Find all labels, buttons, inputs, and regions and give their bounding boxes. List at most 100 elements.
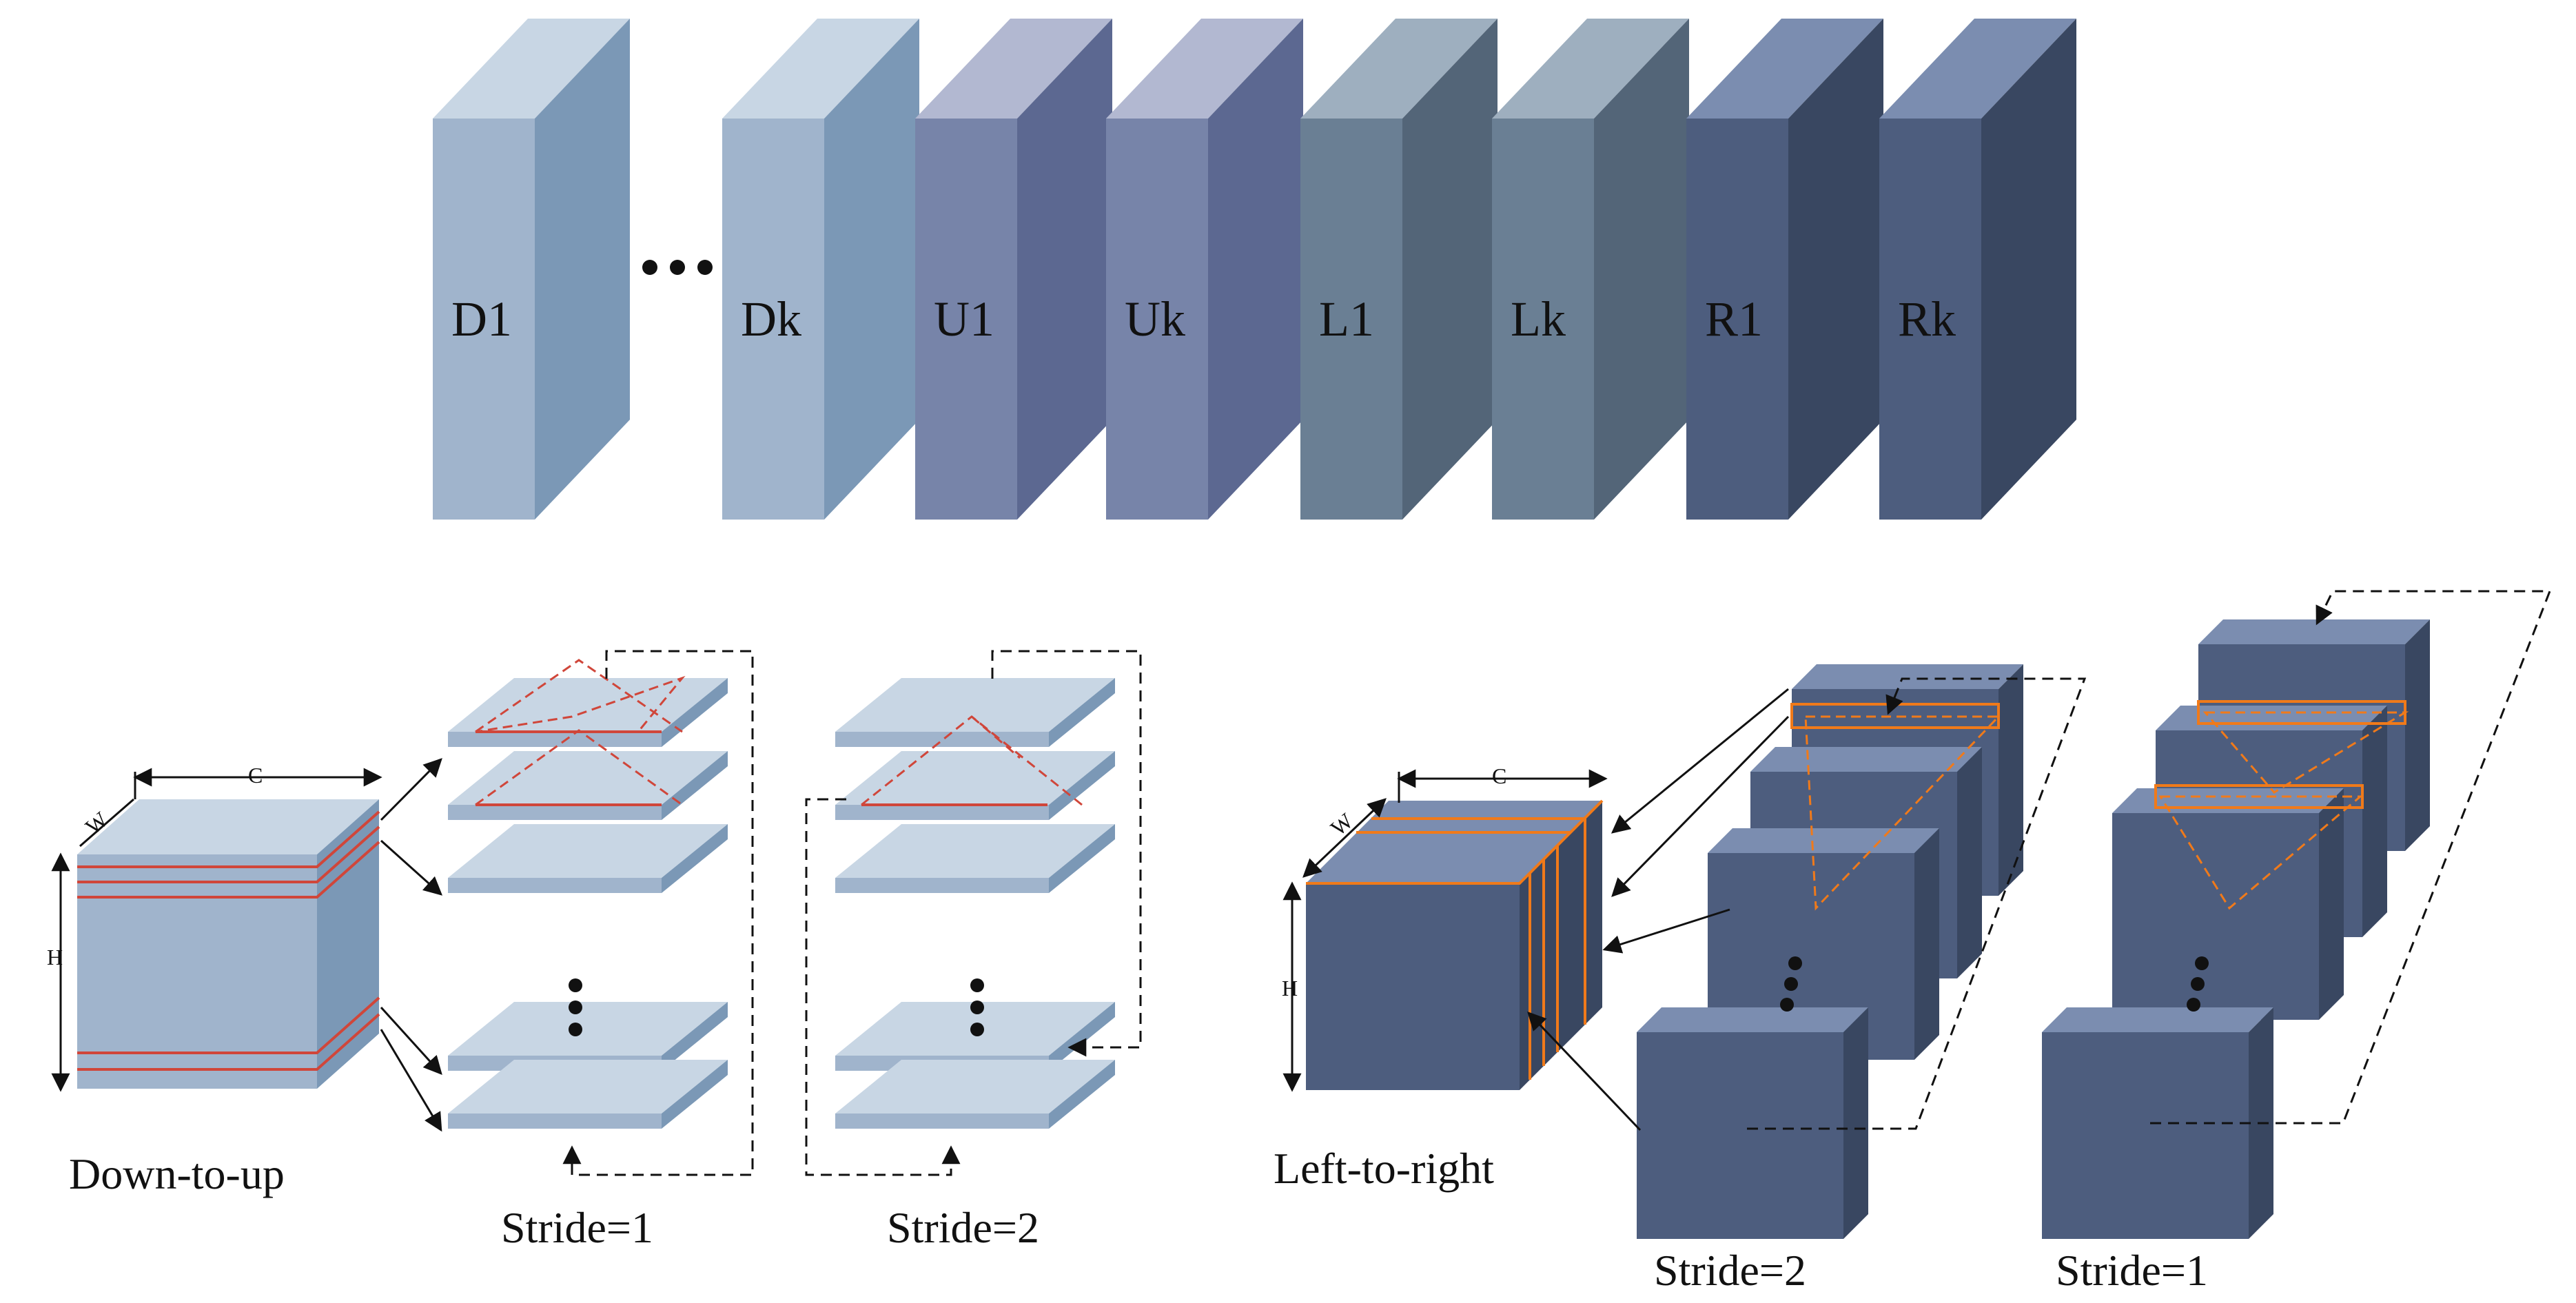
top-block-label: R1 bbox=[1705, 291, 1763, 347]
ellipsis-dot-3 bbox=[697, 260, 713, 275]
top-block-4: Uk bbox=[1106, 19, 1303, 520]
dtu-arrow-1 bbox=[380, 758, 442, 821]
top-block-label: L1 bbox=[1319, 291, 1374, 347]
top-block-5-top bbox=[1300, 19, 1497, 119]
dtu-s2-dashed-loop-a bbox=[991, 650, 1142, 1057]
dtu-s2-slab-5 bbox=[835, 1060, 1115, 1129]
ltr-s2-cube-4-top bbox=[1637, 1007, 1868, 1032]
ltr-dim-h: H bbox=[1282, 976, 1298, 1001]
dtu-s1-slab-3-top bbox=[448, 824, 728, 878]
dtu-s2-dot-2 bbox=[970, 1001, 984, 1014]
ltr-s1-dot-2 bbox=[2191, 977, 2205, 991]
top-block-1-side bbox=[535, 19, 630, 520]
top-block-label: D1 bbox=[451, 291, 512, 347]
ltr-s1-triangle-1 bbox=[2202, 711, 2409, 794]
dtu-s1-slab-5-side bbox=[662, 1060, 728, 1129]
dtu-s1-slab-1 bbox=[448, 678, 728, 747]
ltr-s2-cube-2-side bbox=[1957, 747, 1982, 978]
ltr-s2-cube-3-side bbox=[1914, 828, 1939, 1060]
ltr-s2-cube-3-top bbox=[1708, 828, 1939, 853]
ltr-s2-cube-4-side bbox=[1843, 1007, 1868, 1239]
left-to-right-caption: Left-to-right bbox=[1274, 1144, 1494, 1193]
dtu-red-line-top-3 bbox=[77, 841, 380, 899]
dtu-s1-slab-4-top bbox=[448, 1002, 728, 1056]
dtu-cube-front bbox=[77, 854, 317, 1089]
ltr-s1-cube-3-top bbox=[2112, 788, 2344, 813]
top-block-5-front bbox=[1300, 119, 1402, 520]
dtu-s1-slab-3-front bbox=[448, 878, 662, 893]
dtu-s1-dot-2 bbox=[569, 1001, 582, 1014]
dtu-s1-slab-4-side bbox=[662, 1002, 728, 1071]
dtu-s2-slab-3-front bbox=[835, 878, 1049, 893]
top-block-3: U1 bbox=[915, 19, 1112, 520]
dtu-s1-slab-1-top bbox=[448, 678, 728, 732]
dtu-dim-w-line bbox=[79, 798, 134, 848]
dtu-arrow-2 bbox=[380, 839, 443, 896]
top-block-8-side bbox=[1981, 19, 2076, 520]
dtu-s1-dashed-loop bbox=[562, 650, 754, 1176]
dtu-s2-slab-3-side bbox=[1049, 824, 1115, 893]
ltr-s1-triangle-2 bbox=[2158, 795, 2364, 910]
top-block-6-front bbox=[1492, 119, 1594, 520]
dtu-cube-top bbox=[77, 799, 379, 854]
ltr-arrow-4 bbox=[1527, 1012, 1642, 1131]
ltr-dim-w: W bbox=[1326, 808, 1358, 841]
ltr-s2-triangle bbox=[1804, 715, 2001, 911]
top-block-7-front bbox=[1686, 119, 1788, 520]
top-block-6: Lk bbox=[1492, 19, 1689, 520]
ltr-s2-cube-4 bbox=[1637, 1007, 1868, 1239]
dtu-s2-slab-5-front bbox=[835, 1114, 1049, 1129]
dtu-s2-slab-2-top bbox=[835, 751, 1115, 805]
dtu-s1-slab-3 bbox=[448, 824, 728, 893]
ltr-s2-cube-1-side bbox=[1999, 664, 2023, 896]
top-block-3-side bbox=[1017, 19, 1112, 520]
ltr-s2-cube-2-top bbox=[1750, 747, 1982, 772]
ltr-s2-cube-1-top bbox=[1792, 664, 2023, 689]
top-block-7-side bbox=[1788, 19, 1883, 520]
top-block-5: L1 bbox=[1300, 19, 1497, 520]
top-block-2-side bbox=[824, 19, 919, 520]
dtu-s2-slab-1-side bbox=[1049, 678, 1115, 747]
dtu-s1-slab-5-front bbox=[448, 1114, 662, 1129]
dtu-s1-slab-2-front bbox=[448, 805, 662, 820]
top-block-3-front bbox=[915, 119, 1017, 520]
ellipsis-dot-2 bbox=[670, 260, 685, 275]
ellipsis-dot-1 bbox=[642, 260, 657, 275]
dtu-s1-slab-1-front bbox=[448, 732, 662, 747]
dtu-s1-slab-3-side bbox=[662, 824, 728, 893]
top-block-4-front bbox=[1106, 119, 1208, 520]
top-block-7-top bbox=[1686, 19, 1883, 119]
ltr-arrow-2 bbox=[1611, 715, 1790, 897]
dtu-s2-dot-3 bbox=[970, 1023, 984, 1036]
dtu-s2-slab-2-front bbox=[835, 805, 1049, 820]
ltr-s1-cube-2-side bbox=[2362, 706, 2387, 937]
dtu-s1-slab-4 bbox=[448, 1002, 728, 1071]
ltr-s1-dashed-loop bbox=[2150, 590, 2552, 1125]
top-block-label: Dk bbox=[741, 291, 801, 347]
ltr-s1-orange-band-2 bbox=[2154, 784, 2364, 809]
ltr-dim-w-line bbox=[1302, 798, 1387, 878]
top-block-8-top bbox=[1879, 19, 2076, 119]
dtu-dim-h: H bbox=[47, 945, 63, 969]
dtu-s2-slab-5-side bbox=[1049, 1060, 1115, 1129]
top-block-8: Rk bbox=[1879, 19, 2076, 520]
stride2-caption-right: Stride=2 bbox=[1654, 1246, 1806, 1295]
ltr-s1-cube-1-top bbox=[2198, 619, 2430, 644]
top-ellipsis bbox=[642, 260, 713, 275]
dtu-s1-slab-5-top bbox=[448, 1060, 728, 1114]
ltr-s2-dot-1 bbox=[1788, 956, 1802, 970]
dtu-s2-dashed-loop-b bbox=[805, 798, 961, 1176]
down-to-up-caption: Down-to-up bbox=[69, 1149, 285, 1198]
top-block-1: D1 bbox=[433, 19, 630, 520]
top-block-label: Rk bbox=[1898, 291, 1956, 347]
ltr-s2-dashed-loop bbox=[1747, 677, 2087, 1130]
top-block-label: U1 bbox=[934, 291, 994, 347]
ltr-arrow-3 bbox=[1602, 908, 1730, 954]
top-block-5-side bbox=[1402, 19, 1497, 520]
ltr-s1-dot-1 bbox=[2195, 956, 2209, 970]
dtu-s2-slab-3 bbox=[835, 824, 1115, 893]
stride1-caption-right: Stride=1 bbox=[2056, 1246, 2208, 1295]
top-block-6-side bbox=[1594, 19, 1689, 520]
